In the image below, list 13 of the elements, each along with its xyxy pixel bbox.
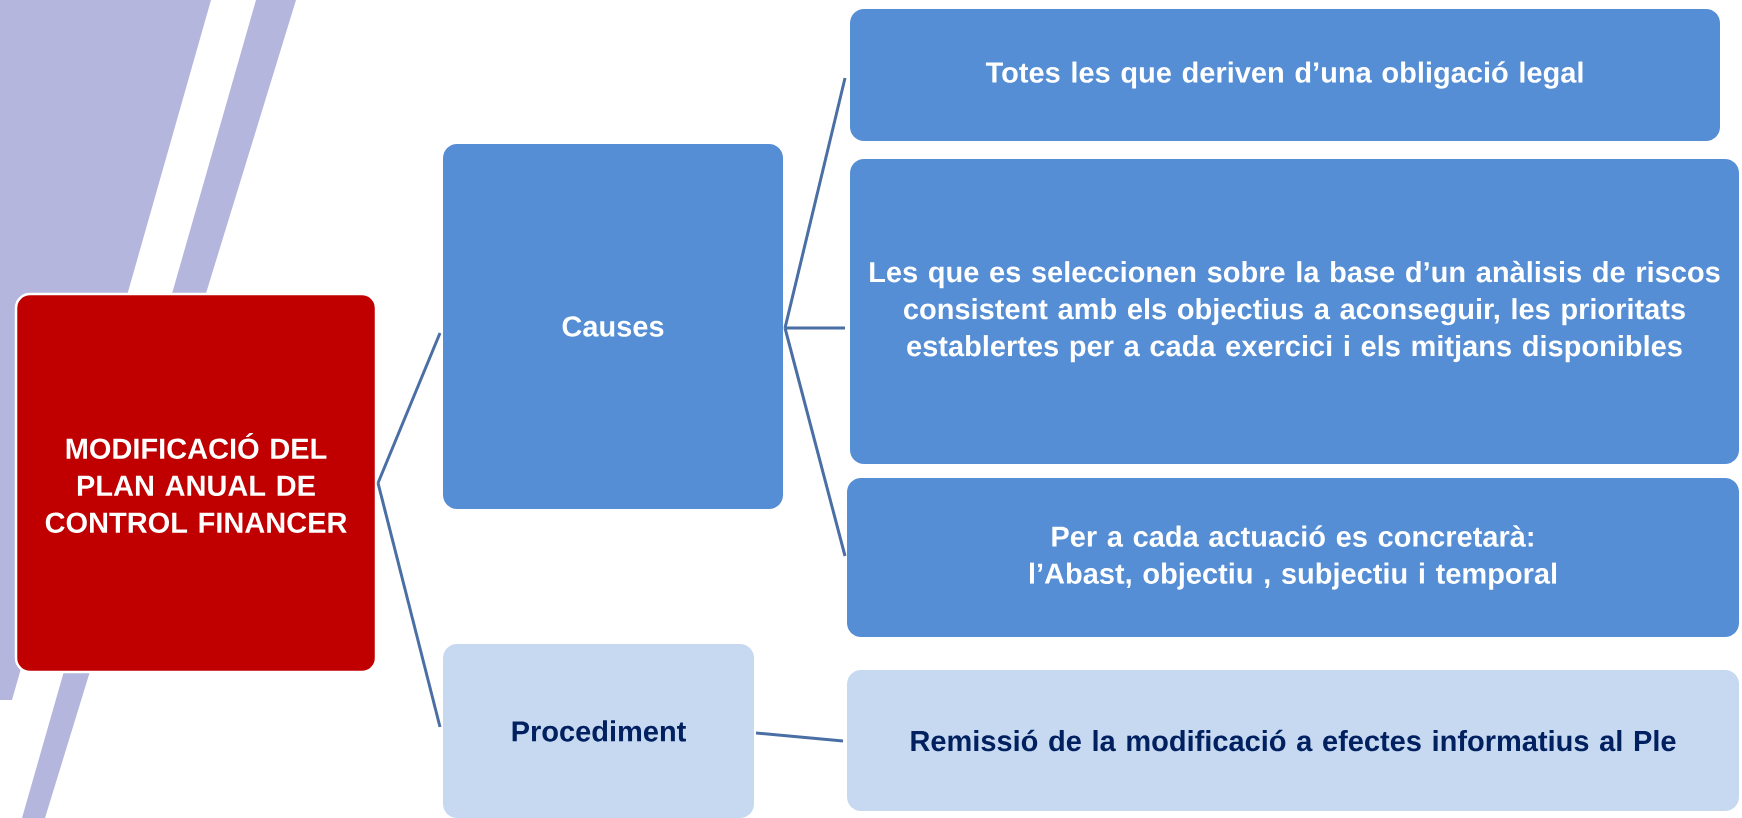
connector-line <box>785 326 845 330</box>
topic-box: Causes <box>443 144 783 509</box>
connector-line <box>783 327 847 557</box>
connector-line <box>755 731 844 743</box>
topic-box: Remissió de la modificació a efectes informatius al Ple <box>847 670 1739 811</box>
connector-line <box>376 332 442 484</box>
topic-box: Procediment <box>443 644 754 818</box>
connector-line <box>376 482 442 728</box>
connector-line <box>783 77 847 329</box>
topic-box: Totes les que deriven d’una obligació legal <box>850 9 1720 141</box>
topic-box: Per a cada actuació es concretarà: l’Abast, objectiu , subjectiu i temporal <box>847 478 1739 637</box>
topic-box: Les que es seleccionen sobre la base d’un anàlisis de riscos consistent amb els objectius a aconseguir, les prioritats establertes per a cada exercici i els mitjans disponibles <box>850 159 1739 464</box>
title-box: MODIFICACIÓ DEL PLAN ANUAL DE CONTROL FINANCER <box>14 292 378 674</box>
